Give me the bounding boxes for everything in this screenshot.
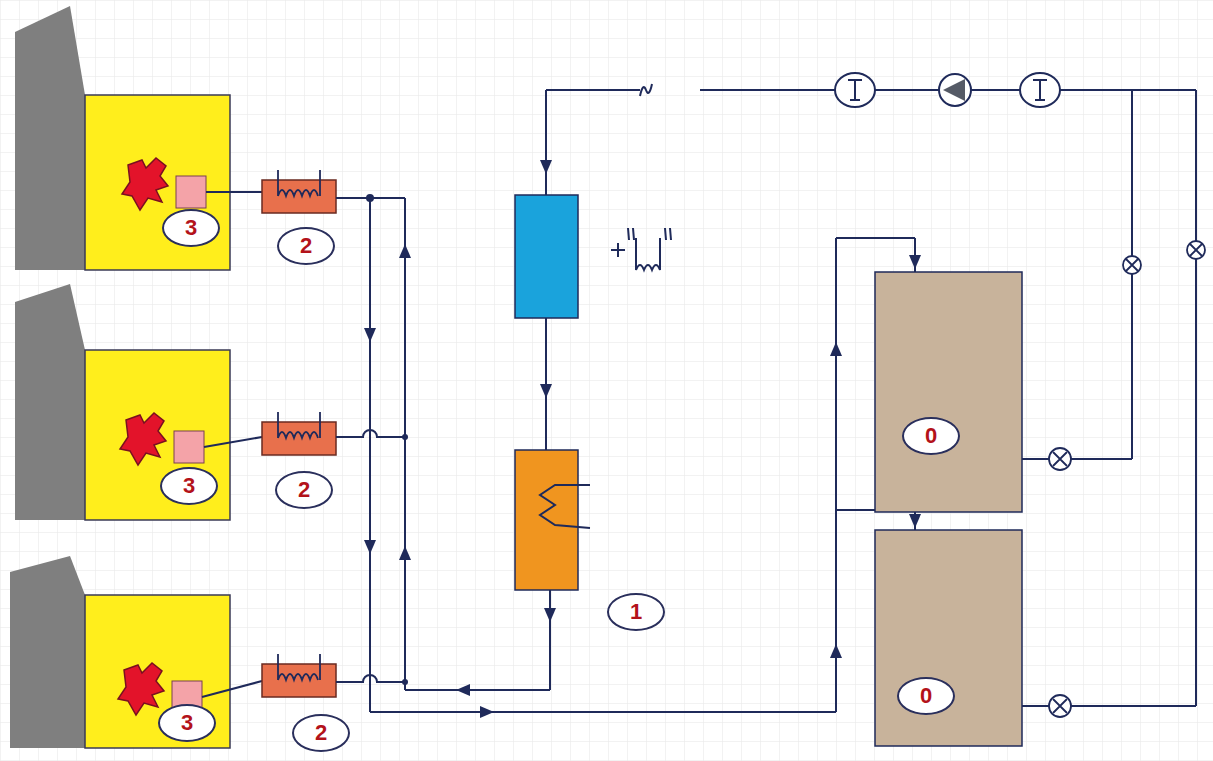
pipe xyxy=(202,192,262,697)
callout-number: 2 xyxy=(292,714,350,752)
pump-symbol xyxy=(939,74,971,106)
callout-number: 0 xyxy=(897,677,955,715)
callout-number: 1 xyxy=(607,593,665,631)
flow-arrow xyxy=(364,160,921,718)
pipe xyxy=(336,84,1196,712)
callout-number: 3 xyxy=(162,209,220,247)
exchanger-coil xyxy=(540,485,590,528)
callout-number: 0 xyxy=(902,417,960,455)
storage-tank xyxy=(875,272,1022,746)
junction-dot xyxy=(366,194,374,202)
cooler-box xyxy=(515,195,578,318)
chimney xyxy=(10,6,85,748)
junction-dot xyxy=(402,679,408,685)
junction-dot xyxy=(402,434,408,440)
callout-number: 2 xyxy=(275,471,333,509)
flow-meter xyxy=(835,73,1060,107)
heater xyxy=(262,170,336,697)
callout-number: 3 xyxy=(160,467,218,505)
callout-number: 2 xyxy=(277,227,335,265)
callout-number: 3 xyxy=(158,704,216,742)
heater-symbol xyxy=(611,228,671,270)
valve-symbol xyxy=(1049,241,1205,717)
